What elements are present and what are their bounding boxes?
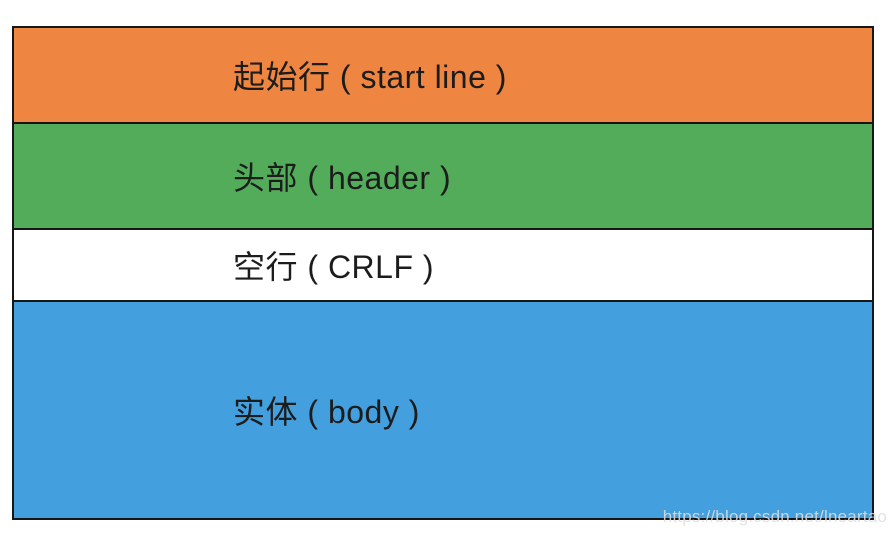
watermark-url: https://blog.csdn.net/lneartao bbox=[662, 507, 887, 526]
band-header-label: 头部 ( header ) bbox=[233, 160, 452, 196]
band-start-line-label: 起始行 ( start line ) bbox=[233, 59, 507, 95]
band-body-label: 实体 ( body ) bbox=[233, 394, 420, 430]
band-crlf-label: 空行 ( CRLF ) bbox=[233, 249, 435, 285]
band-start-line: 起始行 ( start line ) bbox=[12, 26, 874, 124]
band-crlf: 空行 ( CRLF ) bbox=[12, 228, 874, 302]
http-message-structure-diagram: 起始行 ( start line ) 头部 ( header ) 空行 ( CR… bbox=[12, 26, 874, 520]
band-header: 头部 ( header ) bbox=[12, 122, 874, 230]
band-body: 实体 ( body ) bbox=[12, 300, 874, 520]
